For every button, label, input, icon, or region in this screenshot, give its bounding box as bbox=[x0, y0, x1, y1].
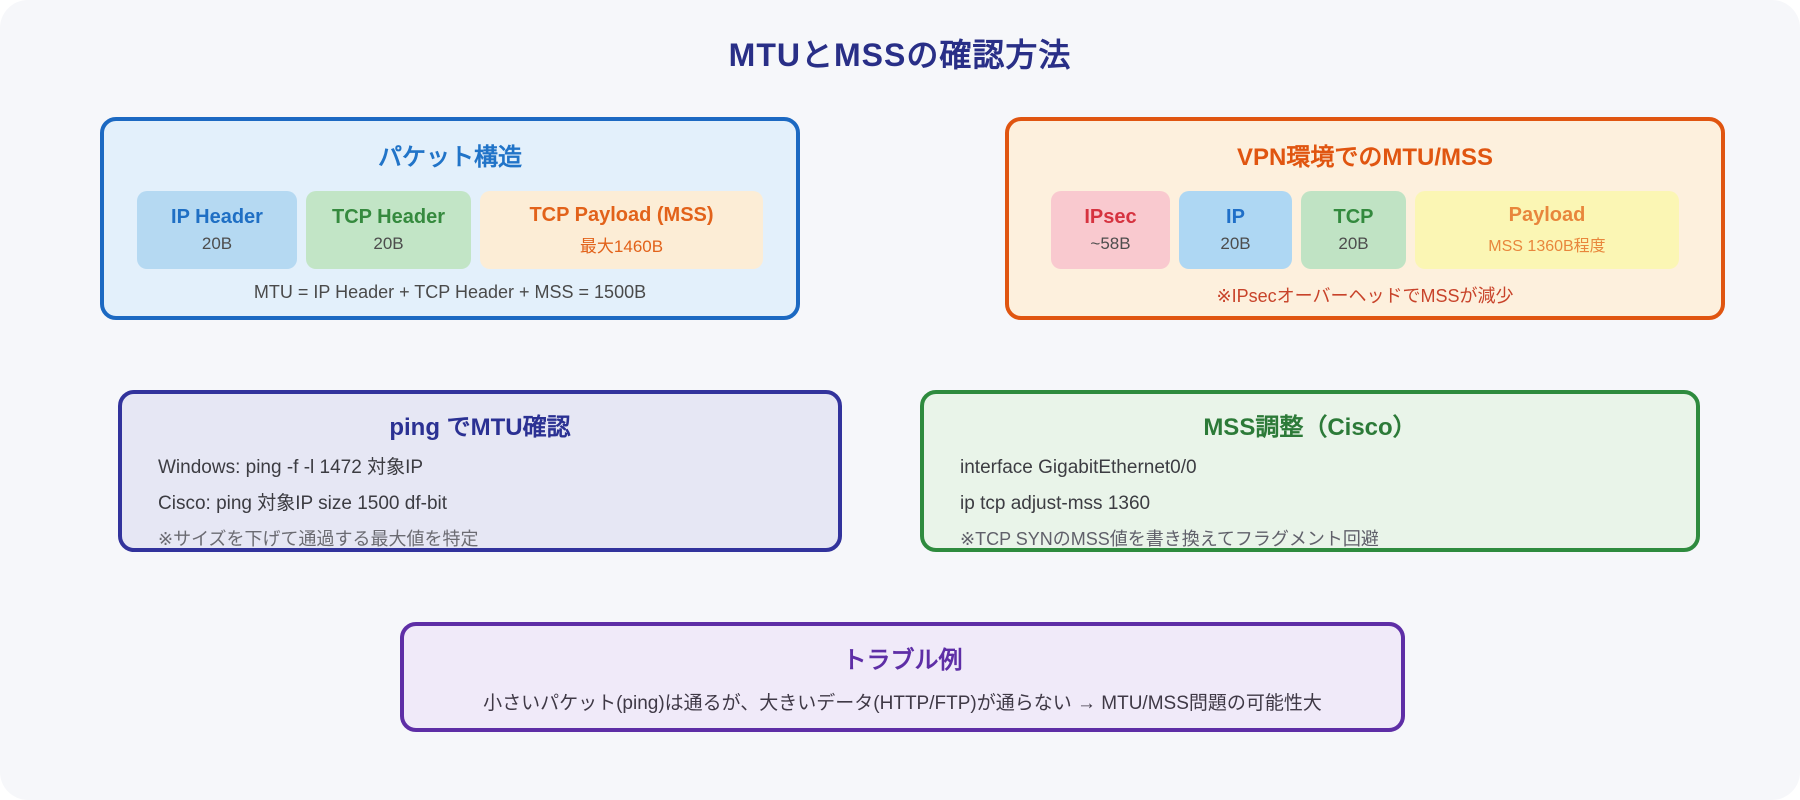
mtu-formula-note: MTU = IP Header + TCP Header + MSS = 150… bbox=[253, 282, 647, 302]
ping-note: ※サイズを下げて通過する最大値を特定 bbox=[158, 529, 479, 549]
vpn-box-title: VPN環境でのMTU/MSS bbox=[1236, 144, 1493, 171]
segment-label: TCP Payload (MSS) bbox=[529, 203, 714, 226]
trouble-box-title: トラブル例 bbox=[842, 647, 963, 674]
segment-value: 最大1460B bbox=[579, 236, 664, 256]
segment-label: TCP bbox=[1333, 206, 1374, 228]
vpn-segments-row: IPsec ~58B IP 20B TCP 20B Payload MSS 13… bbox=[1051, 191, 1679, 269]
packet-structure-box: パケット構造 IP Header 20B TCP Header 20B TCP … bbox=[100, 117, 800, 320]
mss-adjust-box: MSS調整（Cisco） interface GigabitEthernet0/… bbox=[920, 390, 1700, 552]
trouble-example-box: トラブル例 小さいパケット(ping)は通るが、大きいデータ(HTTP/FTP)… bbox=[400, 622, 1405, 732]
vpn-mtu-mss-box: VPN環境でのMTU/MSS IPsec ~58B IP 20B TCP 20B… bbox=[1005, 117, 1725, 320]
cisco-ping-command: Cisco: ping 対象IP size 1500 df-bit bbox=[158, 493, 448, 514]
segment-ip-header: IP Header 20B bbox=[137, 191, 297, 269]
segment-label: IP Header bbox=[171, 206, 263, 228]
windows-ping-command: Windows: ping -f -l 1472 対象IP bbox=[158, 457, 424, 478]
segment-ip: IP 20B bbox=[1179, 191, 1292, 269]
segment-ipsec: IPsec ~58B bbox=[1051, 191, 1170, 269]
segment-value: 20B bbox=[373, 234, 404, 253]
segment-label: IPsec bbox=[1084, 206, 1137, 228]
interface-config-line: interface GigabitEthernet0/0 bbox=[960, 457, 1197, 478]
ping-command-lines: Windows: ping -f -l 1472 対象IP Cisco: pin… bbox=[122, 450, 838, 556]
segment-value: MSS 1360B程度 bbox=[1488, 238, 1606, 255]
segment-label: IP bbox=[1226, 206, 1245, 228]
packet-segments-row: IP Header 20B TCP Header 20B TCP Payload… bbox=[137, 191, 763, 269]
segment-payload: Payload MSS 1360B程度 bbox=[1415, 191, 1679, 269]
segment-value: 20B bbox=[1338, 234, 1369, 253]
ping-box-title: ping でMTU確認 bbox=[389, 414, 571, 441]
segment-value: ~58B bbox=[1090, 234, 1131, 253]
segment-value: 20B bbox=[201, 234, 233, 253]
page-title: MTUとMSSの確認方法 bbox=[728, 37, 1072, 73]
segment-tcp-payload: TCP Payload (MSS) 最大1460B bbox=[480, 191, 763, 269]
mss-note: ※TCP SYNのMSS値を書き換えてフラグメント回避 bbox=[960, 529, 1379, 549]
segment-label: Payload bbox=[1508, 204, 1586, 226]
segment-value: 20B bbox=[1220, 234, 1251, 253]
ping-mtu-check-box: ping でMTU確認 Windows: ping -f -l 1472 対象I… bbox=[118, 390, 842, 552]
adjust-mss-config-line: ip tcp adjust-mss 1360 bbox=[960, 493, 1151, 514]
segment-tcp-header: TCP Header 20B bbox=[306, 191, 471, 269]
mss-config-lines: interface GigabitEthernet0/0 ip tcp adju… bbox=[924, 450, 1696, 556]
packet-structure-title: パケット構造 bbox=[378, 144, 522, 171]
segment-label: TCP Header bbox=[331, 206, 445, 228]
ipsec-overhead-note: ※IPsecオーバーヘッドでMSSが減少 bbox=[1216, 286, 1514, 306]
segment-tcp: TCP 20B bbox=[1301, 191, 1406, 269]
mss-box-title: MSS調整（Cisco） bbox=[1203, 414, 1417, 441]
trouble-description: 小さいパケット(ping)は通るが、大きいデータ(HTTP/FTP)が通らない … bbox=[483, 693, 1322, 714]
